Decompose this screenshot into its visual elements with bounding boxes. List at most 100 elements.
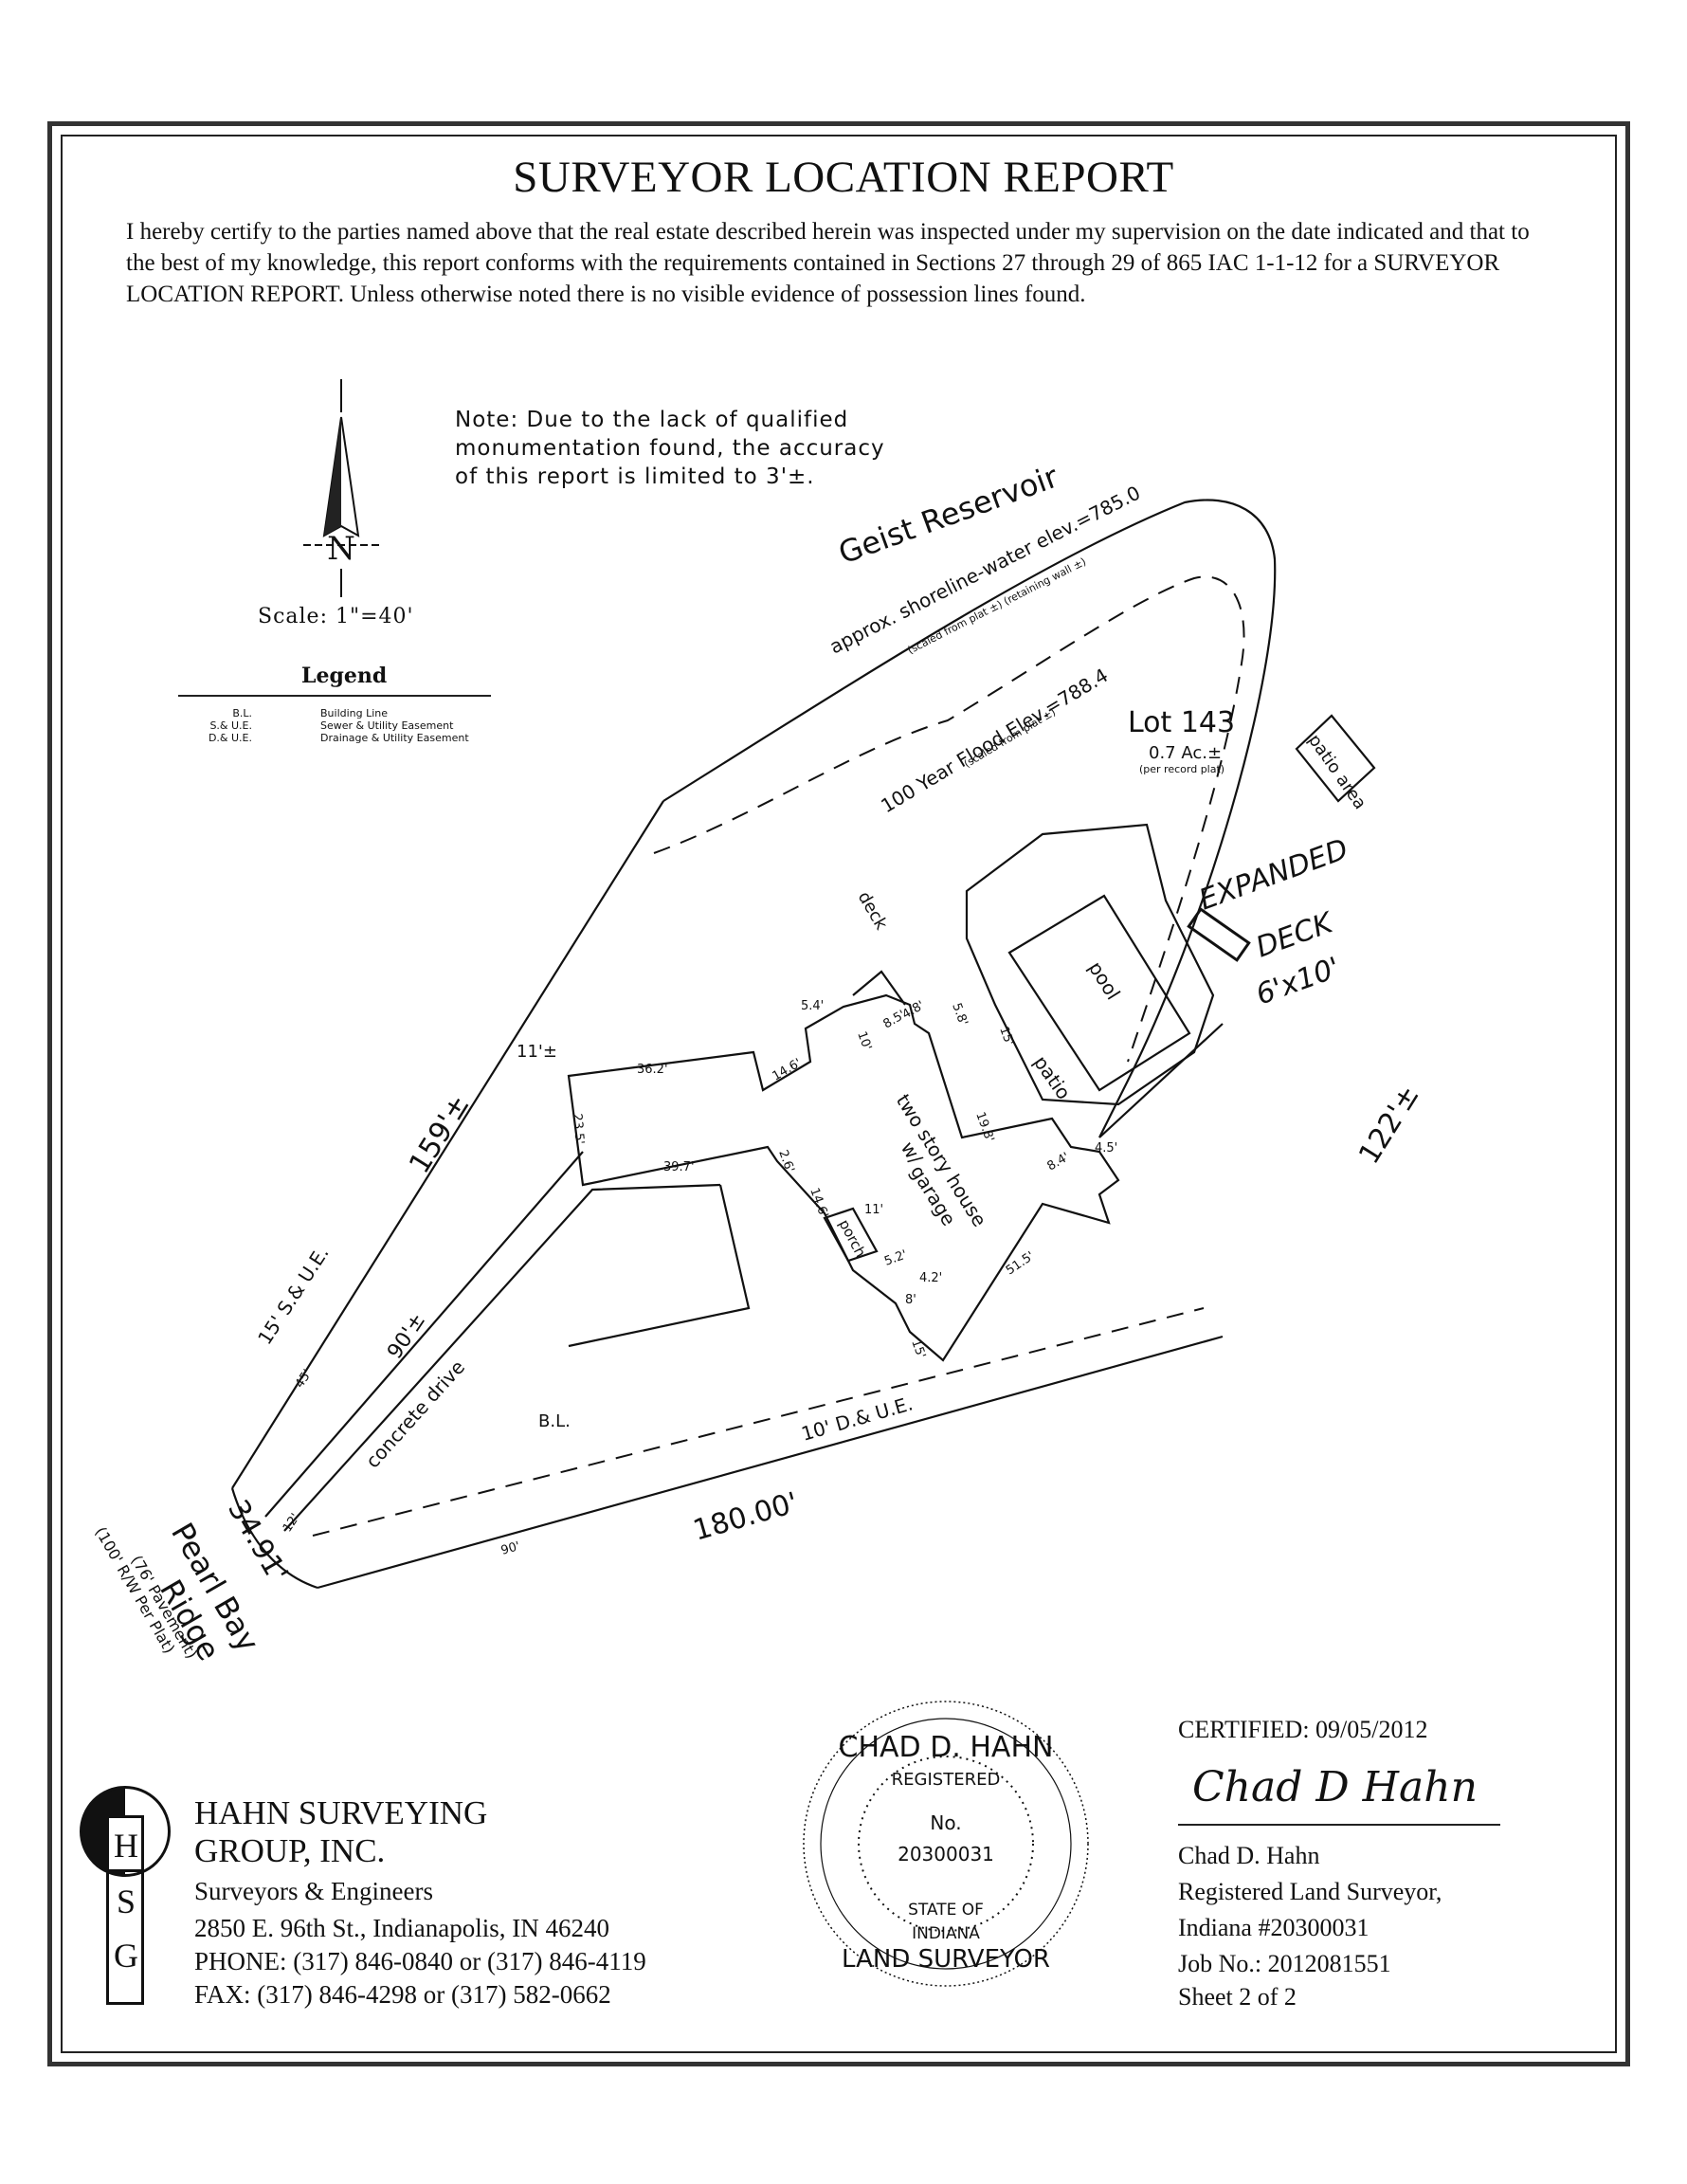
dim: 39.7' bbox=[663, 1160, 695, 1174]
lot-line-south bbox=[317, 1335, 1224, 1590]
company-address: 2850 E. 96th St., Indianapolis, IN 46240 bbox=[194, 1914, 609, 1942]
dim-side: 11'± bbox=[517, 1042, 557, 1062]
drive-edge bbox=[283, 1183, 721, 1532]
surveyor-seal: CHAD D. HAHN REGISTERED No. 20300031 STA… bbox=[803, 1701, 1089, 1987]
legend-divider bbox=[178, 695, 491, 697]
note-line-3: of this report is limited to 3'±. bbox=[455, 464, 815, 489]
dim: 5.4' bbox=[801, 999, 824, 1013]
drive-edge bbox=[568, 1184, 751, 1348]
company-name-2: GROUP, INC. bbox=[194, 1832, 386, 1869]
dim-south: 180.00' bbox=[690, 1486, 802, 1548]
certification-statement: I hereby certify to the parties named ab… bbox=[126, 219, 1530, 307]
legend-meaning: Drainage & Utility Easement bbox=[320, 732, 469, 744]
dim-west: 159'± bbox=[403, 1089, 477, 1179]
dim: 4.2' bbox=[919, 1271, 942, 1285]
pool-outline bbox=[1007, 894, 1191, 1092]
company-phone: PHONE: (317) 846-0840 or (317) 846-4119 bbox=[194, 1947, 646, 1975]
lot-label: Lot 143 bbox=[1128, 706, 1235, 739]
dim: 19.8' bbox=[972, 1110, 996, 1144]
handwritten-note-1: EXPANDED bbox=[1195, 832, 1352, 917]
dim-frontage: 34.91' bbox=[221, 1495, 294, 1589]
legend-abbr: S.& U.E. bbox=[209, 719, 252, 732]
patio-label: patio bbox=[1029, 1051, 1076, 1103]
surveyor-name: Chad D. Hahn bbox=[1178, 1842, 1320, 1869]
surveyor-signature: Chad D Hahn bbox=[1192, 1763, 1478, 1811]
drive-label: concrete drive bbox=[361, 1356, 469, 1472]
seal-no-label: No. bbox=[930, 1811, 961, 1834]
house-footprint bbox=[567, 993, 1120, 1362]
dim: 5.8' bbox=[949, 1001, 970, 1028]
lot-line-east bbox=[1098, 1023, 1224, 1138]
porch-label: porch bbox=[835, 1216, 869, 1260]
dim: 8.4' bbox=[1045, 1150, 1073, 1174]
porch-box bbox=[823, 1207, 879, 1263]
dim: 15' bbox=[996, 1025, 1016, 1047]
hsg-logo-letter: G bbox=[114, 1937, 138, 1975]
seal-top-text: CHAD D. HAHN bbox=[839, 1731, 1054, 1764]
page-border-inner bbox=[61, 135, 1617, 2053]
dim: 15' bbox=[908, 1338, 928, 1360]
dim: 14.6' bbox=[771, 1056, 805, 1083]
report-title: SURVEYOR LOCATION REPORT bbox=[513, 153, 1174, 202]
page-border-outer bbox=[47, 121, 1630, 2066]
scale-label: Scale: 1"=40' bbox=[258, 605, 414, 628]
signature-line bbox=[1178, 1824, 1500, 1826]
pool-label: pool bbox=[1084, 957, 1125, 1004]
seal-number: 20300031 bbox=[898, 1843, 994, 1866]
seal-registered-text: REGISTERED bbox=[892, 1770, 1001, 1790]
north-arrow-icon: N bbox=[303, 379, 379, 597]
deck-label: deck bbox=[854, 888, 892, 934]
sheet-number: Sheet 2 of 2 bbox=[1178, 1983, 1297, 2011]
su-easement-label: 15' S.& U.E. bbox=[253, 1242, 334, 1348]
lot-line-west bbox=[231, 800, 664, 1489]
company-fax: FAX: (317) 846-4298 or (317) 582-0662 bbox=[194, 1980, 611, 2009]
surveyor-title: Registered Land Surveyor, bbox=[1178, 1878, 1442, 1905]
certified-date: CERTIFIED: 09/05/2012 bbox=[1178, 1716, 1428, 1743]
drive-edge bbox=[264, 1151, 584, 1518]
legend-meaning: Sewer & Utility Easement bbox=[320, 719, 454, 732]
hsg-logo-column bbox=[106, 1815, 144, 2005]
note-line-2: monumentation found, the accuracy bbox=[455, 436, 885, 461]
patio-outline bbox=[965, 823, 1215, 1106]
flood-line bbox=[653, 575, 1245, 1063]
company-name: HAHN SURVEYING bbox=[194, 1794, 488, 1831]
easement-line bbox=[312, 1307, 1205, 1537]
bl-label: B.L. bbox=[538, 1411, 571, 1431]
dim: 23.5' bbox=[570, 1113, 587, 1145]
job-number: Job No.: 2012081551 bbox=[1178, 1950, 1391, 1977]
dim: 51.5' bbox=[1004, 1249, 1037, 1279]
dim-east: 122'± bbox=[1352, 1080, 1426, 1170]
dim: 11' bbox=[864, 1203, 883, 1217]
legend-meaning: Building Line bbox=[320, 707, 389, 719]
shoreline-outline bbox=[662, 499, 1277, 1138]
dim: 36.2' bbox=[637, 1063, 668, 1077]
accuracy-note: Note: Due to the lack of qualified monum… bbox=[455, 406, 929, 491]
dim: 2.6' bbox=[775, 1148, 796, 1174]
north-label: N bbox=[327, 530, 355, 568]
lot-line-street bbox=[230, 1487, 318, 1590]
dim: 10' bbox=[854, 1029, 874, 1052]
legend-title: Legend bbox=[301, 664, 388, 688]
note-line-1: Note: Due to the lack of qualified bbox=[455, 408, 849, 432]
acreage-label: 0.7 Ac.± bbox=[1149, 743, 1222, 763]
deck-outline bbox=[852, 970, 906, 1006]
expanded-deck-hatch bbox=[1187, 907, 1251, 962]
surveyor-license: Indiana #20300031 bbox=[1178, 1914, 1370, 1941]
legend-abbr: D.& U.E. bbox=[208, 732, 252, 744]
legend-abbr: B.L. bbox=[232, 707, 252, 719]
seal-state-of: STATE OF bbox=[908, 1901, 984, 1920]
hsg-logo-letter: S bbox=[116, 1883, 136, 1920]
dim: 5.2' bbox=[882, 1247, 909, 1268]
seal-state: INDIANA bbox=[912, 1924, 980, 1943]
hsg-logo-icon bbox=[80, 1786, 171, 1877]
patio-area-box bbox=[1295, 714, 1376, 803]
company-subtitle: Surveyors & Engineers bbox=[194, 1877, 433, 1905]
acreage-note: (per record plat) bbox=[1139, 763, 1224, 775]
seal-bottom-text: LAND SURVEYOR bbox=[842, 1945, 1050, 1974]
dim: 8' bbox=[905, 1293, 916, 1307]
dim: 90' bbox=[499, 1539, 521, 1558]
dim: 4.5' bbox=[1095, 1141, 1117, 1156]
hsg-logo-letter: H bbox=[114, 1827, 138, 1865]
dim: 14.6' bbox=[807, 1186, 830, 1220]
